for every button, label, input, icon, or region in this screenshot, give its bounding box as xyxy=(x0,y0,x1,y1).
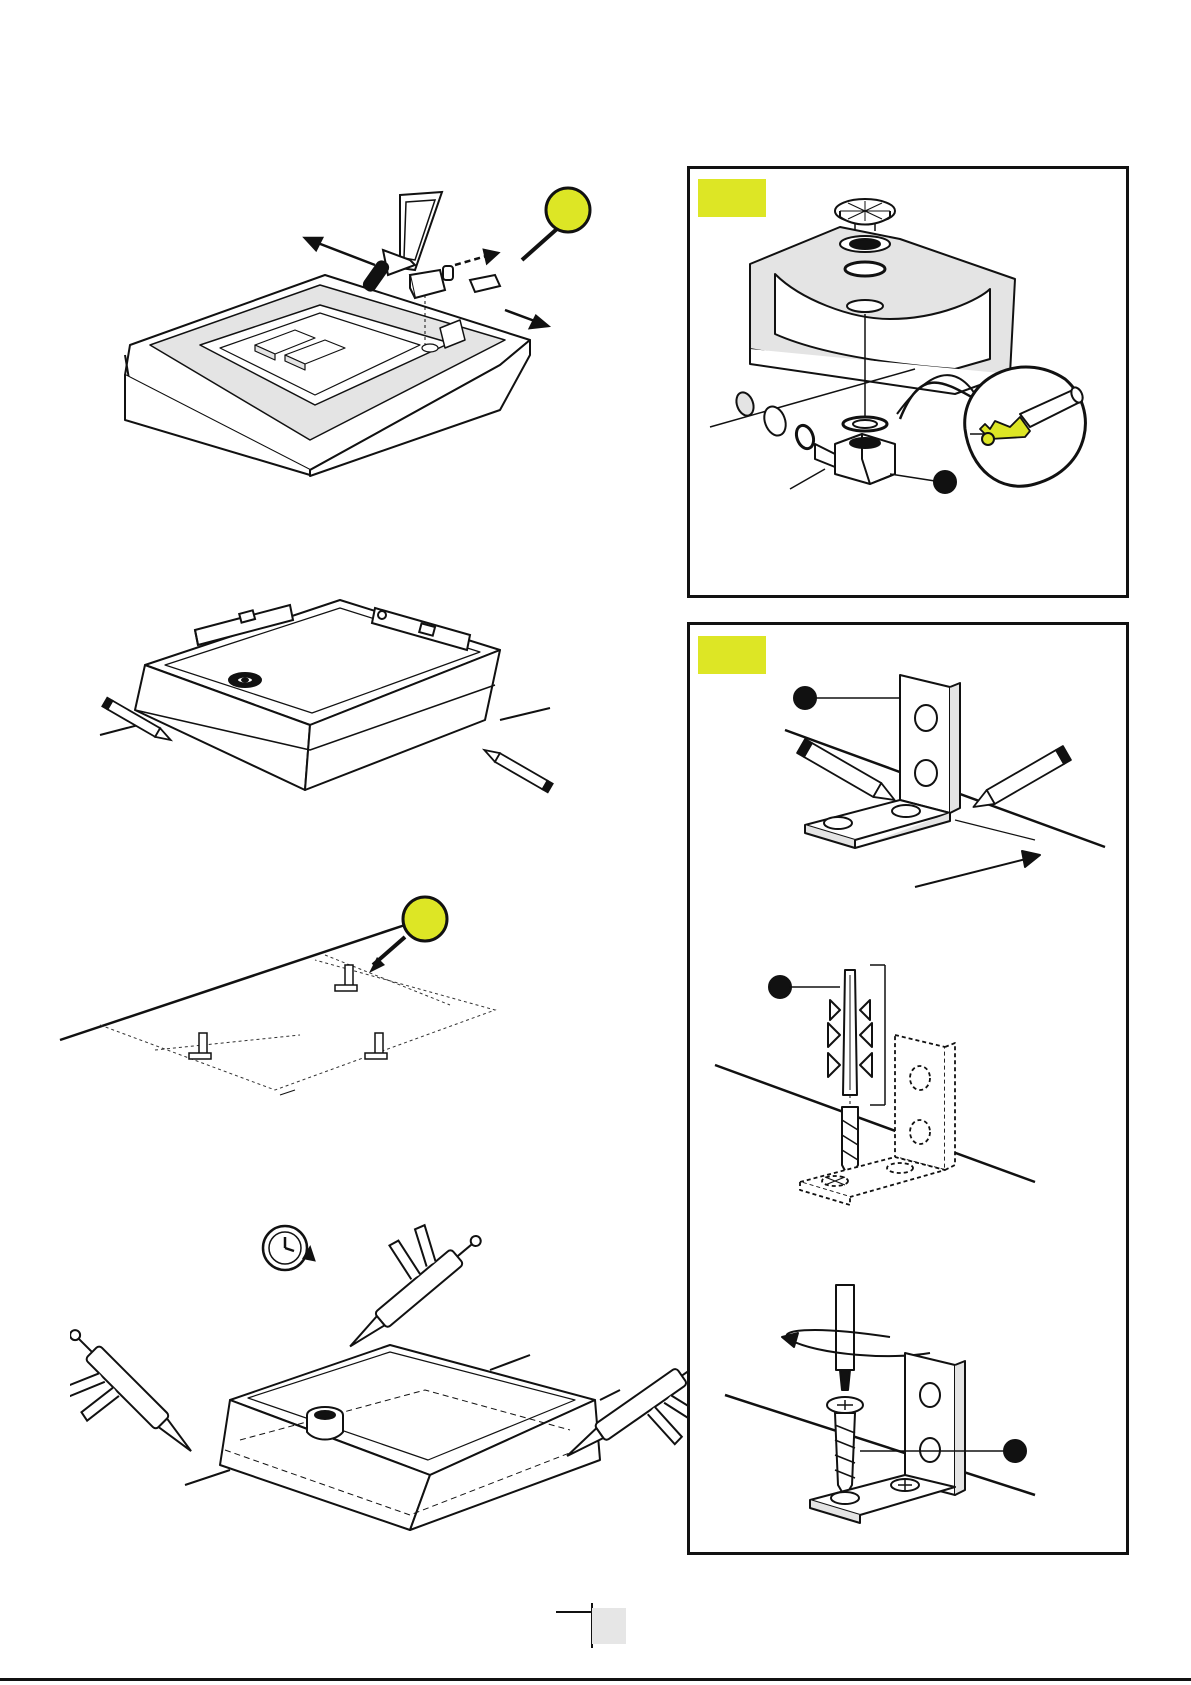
footer-rule xyxy=(0,1678,1191,1681)
panel-bracket-detail xyxy=(687,622,1129,1555)
step-marker-outlet xyxy=(522,188,590,260)
figure-floor-brackets xyxy=(55,895,515,1105)
page-number-rule xyxy=(556,1611,592,1613)
callout-dot-screw xyxy=(1004,1440,1026,1462)
drain-grate-icon xyxy=(835,199,895,231)
bracket-icon xyxy=(810,1353,965,1523)
waste-trap-icon xyxy=(410,266,500,298)
step-marker-brackets xyxy=(369,897,447,973)
wall-plug-icon xyxy=(828,970,872,1095)
callout-dot-plug xyxy=(769,976,791,998)
page-number-box xyxy=(592,1608,626,1644)
callout-dot-waste xyxy=(934,471,956,493)
screw-icon xyxy=(827,1397,863,1497)
waste-trap-icon xyxy=(815,434,895,484)
figure-sealing xyxy=(70,1220,690,1540)
bracket-icon xyxy=(189,965,387,1059)
clock-rotate-icon xyxy=(263,1226,314,1270)
figure-tray-cut-outlet xyxy=(110,180,650,480)
figure-tray-leveling xyxy=(90,590,570,805)
callout-dot-bracket xyxy=(794,687,816,709)
panel-waste-detail xyxy=(687,166,1129,598)
